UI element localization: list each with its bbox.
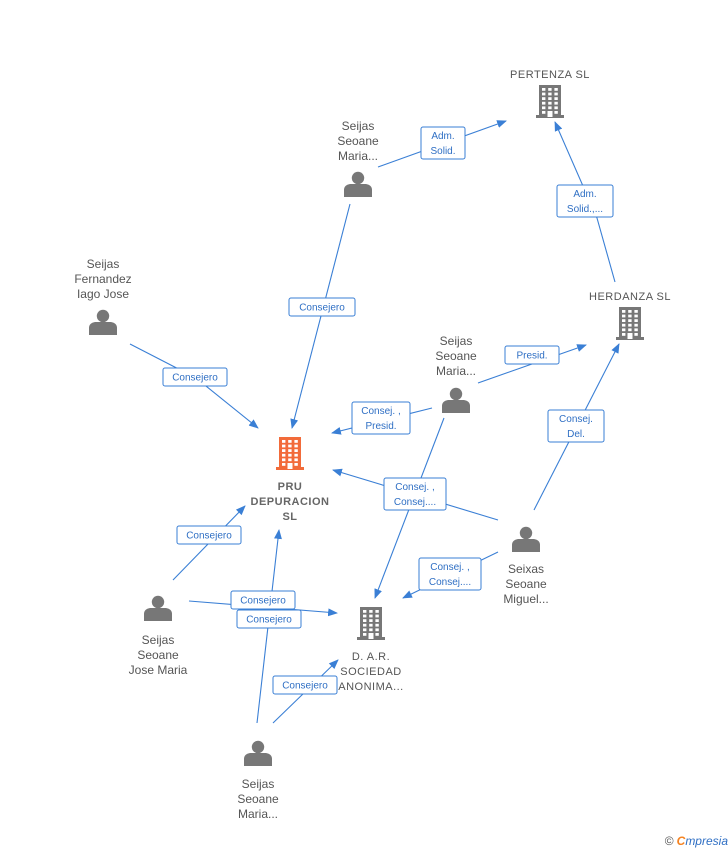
- node-label: Seijas: [142, 633, 175, 647]
- edge-label-3[interactable]: Consejero: [162, 367, 228, 387]
- node-p_maria_top[interactable]: SeijasSeoaneMaria...: [337, 119, 379, 197]
- edge-label-text: Consejero: [186, 531, 232, 542]
- edge-label-box: [272, 675, 338, 695]
- node-label: Seijas: [242, 777, 275, 791]
- edge-label-box: [351, 401, 411, 435]
- node-p_maria_bot[interactable]: SeijasSeoaneMaria...: [237, 740, 279, 821]
- node-label: DEPURACION: [251, 496, 330, 508]
- edge-label-box: [547, 409, 605, 443]
- node-label: Fernandez: [74, 272, 131, 286]
- edge-label-text: Consejero: [172, 373, 218, 384]
- node-label: PRU: [278, 481, 303, 493]
- node-label: D. A.R.: [352, 651, 390, 663]
- edge-label-box: [288, 297, 356, 317]
- edge-label-text: Consejero: [240, 596, 286, 607]
- edge-label-text: Consej. ,: [361, 406, 400, 417]
- edge-label-4[interactable]: Presid.: [504, 345, 560, 365]
- edge-label-text: Solid.,...: [567, 204, 603, 215]
- node-p_maria_mid[interactable]: SeijasSeoaneMaria...: [435, 334, 477, 413]
- edge-label-0[interactable]: Adm. Solid.: [420, 126, 466, 160]
- edge-label-8[interactable]: Consej. , Consej....: [383, 477, 447, 511]
- node-label: Maria...: [238, 807, 278, 821]
- edge-label-text: Solid.: [430, 146, 455, 157]
- person-icon: [144, 595, 172, 621]
- edge-label-box: [176, 525, 242, 545]
- edge-label-text: Consej. ,: [430, 562, 469, 573]
- person-icon: [244, 740, 272, 766]
- edge-label-box: [162, 367, 228, 387]
- edge-label-1[interactable]: Adm. Solid.,...: [556, 184, 614, 218]
- edge-label-text: Presid.: [365, 421, 396, 432]
- node-label: Seijas: [440, 334, 473, 348]
- node-pertenza[interactable]: PERTENZA SL: [510, 69, 590, 118]
- edge-label-box: [556, 184, 614, 218]
- edge-label-text: Consejero: [246, 615, 292, 626]
- node-label: PERTENZA SL: [510, 69, 590, 81]
- edge-label-box: [504, 345, 560, 365]
- building-icon: [357, 607, 385, 640]
- edge-label-7[interactable]: Consej. Del.: [547, 409, 605, 443]
- building-icon: [536, 85, 564, 118]
- person-icon: [89, 309, 117, 335]
- brand-watermark: ©Cmpresia: [665, 834, 728, 848]
- building-icon: [616, 307, 644, 340]
- node-label: ANONIMA...: [338, 681, 404, 693]
- edge-label-text: Consejero: [299, 303, 345, 314]
- edge-label-text: Consej....: [394, 497, 436, 508]
- node-label: Iago Jose: [77, 287, 129, 301]
- edge-label-text: Consej.: [559, 414, 593, 425]
- node-label: Seoane: [505, 577, 547, 591]
- brand-name: mpresia: [685, 834, 728, 848]
- edge-label-box: [420, 126, 466, 160]
- edge-label-text: Consej. ,: [395, 482, 434, 493]
- node-label: Seijas: [87, 257, 120, 271]
- edge-label-10[interactable]: Consejero: [176, 525, 242, 545]
- edge-label-text: Del.: [567, 429, 585, 440]
- node-label: Seoane: [137, 648, 179, 662]
- person-icon: [344, 171, 372, 197]
- node-label: HERDANZA SL: [589, 291, 671, 303]
- node-label: Seoane: [337, 134, 379, 148]
- node-label: SL: [282, 511, 297, 523]
- node-label: Seoane: [435, 349, 477, 363]
- person-icon: [512, 526, 540, 552]
- edge-label-text: Presid.: [516, 351, 547, 362]
- edge-label-9[interactable]: Consej. , Consej....: [418, 557, 482, 591]
- copyright-symbol: ©: [664, 834, 674, 848]
- edge-label-12[interactable]: Consejero: [236, 609, 302, 629]
- edge-label-5[interactable]: Consej. , Presid.: [351, 401, 411, 435]
- person-icon: [442, 387, 470, 413]
- building-icon: [276, 437, 304, 470]
- node-herdanza[interactable]: HERDANZA SL: [589, 291, 671, 340]
- edge-herdanza-to-pertenza: [554, 121, 616, 283]
- edge-label-11[interactable]: Consejero: [230, 590, 296, 610]
- node-label: Miguel...: [503, 592, 548, 606]
- node-dar[interactable]: D. A.R. SOCIEDAD ANONIMA...: [338, 607, 404, 693]
- node-p_seixas[interactable]: SeixasSeoaneMiguel...: [503, 526, 549, 606]
- node-label: Seoane: [237, 792, 279, 806]
- edge-label-box: [383, 477, 447, 511]
- edge-label-text: Adm.: [573, 189, 596, 200]
- node-label: Seixas: [508, 562, 544, 576]
- node-label: Maria...: [338, 149, 378, 163]
- edge-label-text: Adm.: [431, 131, 454, 142]
- node-pru[interactable]: PRU DEPURACION SL: [251, 437, 330, 523]
- node-label: Jose Maria: [129, 663, 188, 677]
- nodes-layer: PERTENZA SL HERDANZA SL PRU DEPURACION SL D. …: [74, 69, 671, 821]
- node-label: Seijas: [342, 119, 375, 133]
- edge-labels-layer: Adm.Solid.Adm.Solid.,...ConsejeroConseje…: [162, 126, 614, 695]
- edge-label-text: Consej....: [429, 577, 471, 588]
- edge-label-box: [418, 557, 482, 591]
- node-label: SOCIEDAD: [340, 666, 401, 678]
- edge-label-box: [230, 590, 296, 610]
- brand-initial: C: [676, 834, 686, 848]
- edge-label-box: [236, 609, 302, 629]
- node-label: Maria...: [436, 364, 476, 378]
- edge-label-text: Consejero: [282, 681, 328, 692]
- edge-label-2[interactable]: Consejero: [288, 297, 356, 317]
- edge-label-13[interactable]: Consejero: [272, 675, 338, 695]
